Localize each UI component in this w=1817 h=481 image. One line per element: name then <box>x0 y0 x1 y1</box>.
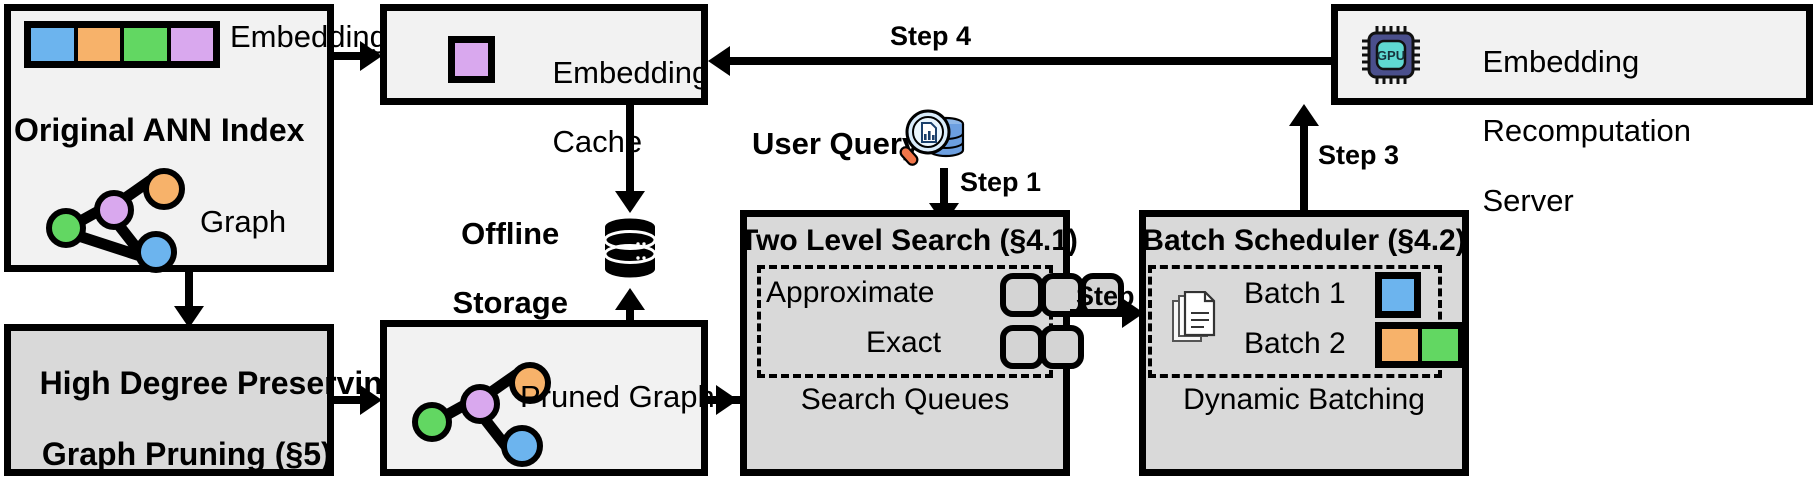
offline-storage-line2: Storage <box>452 285 568 321</box>
batch-2-chip-green <box>1422 329 1458 361</box>
database-icon-svg <box>603 218 657 278</box>
graph-pruning-line2: Graph Pruning (§5) <box>41 436 332 473</box>
batch-2-chip-orange <box>1382 329 1422 361</box>
arrow-pruned-to-storage-head <box>615 288 645 310</box>
embedding-cell-green <box>124 28 171 61</box>
arrow-index-to-pruning-head <box>174 306 204 328</box>
search-queue-tile-exact-1[interactable] <box>1000 325 1044 369</box>
batch-row-label-1: Batch 1 <box>1244 277 1346 310</box>
step4-label: Step 4 <box>890 21 972 51</box>
recomputation-server-title: Embedding Recomputation Server <box>1448 10 1691 253</box>
gpu-icon-text: GPU <box>1377 48 1405 63</box>
embedding-vector-bar <box>24 21 220 68</box>
dynamic-batching-caption: Dynamic Batching <box>1183 383 1425 416</box>
arrow-pruned-to-search-head <box>716 385 738 415</box>
recomputation-server-line2: Recomputation <box>1482 113 1691 149</box>
graph-node-blue <box>135 231 177 273</box>
embedding-cell-blue <box>31 28 78 61</box>
graph-label: Graph <box>200 204 287 239</box>
arrow-pruning-to-pruned-head <box>360 385 382 415</box>
embedding-cache-chip <box>448 36 495 83</box>
offline-storage-label: Offline Storage <box>398 182 588 356</box>
arrow-step3-head <box>1289 104 1319 126</box>
arrow-index-to-cache-head <box>360 41 382 71</box>
embedding-cache-title: Embedding Cache <box>518 21 709 195</box>
user-query-label: User Query <box>752 126 920 161</box>
arrow-step4-line <box>716 57 1331 65</box>
two-level-search-title: Two Level Search (§4.1) <box>740 224 1078 257</box>
offline-storage-line1: Offline <box>461 215 560 251</box>
gpu-chip-icon: GPU <box>1360 24 1422 86</box>
pruned-graph <box>406 362 551 467</box>
batch-2-chip-group <box>1375 322 1465 368</box>
search-row-label-exact: Exact <box>866 326 942 359</box>
graph-pruning-title: High Degree Preserving Graph Pruning (§5… <box>4 330 403 481</box>
search-queue-tile-exact-2[interactable] <box>1040 325 1084 369</box>
search-queues-caption: Search Queues <box>800 383 1010 416</box>
search-queue-tile-approx-1[interactable] <box>1000 273 1044 317</box>
arrow-step4-head <box>708 46 730 76</box>
pruned-node-orange <box>509 362 551 404</box>
graph-node-green <box>46 208 86 248</box>
graph-pruning-line1: High Degree Preserving <box>39 364 403 401</box>
pruned-node-purple <box>460 384 500 424</box>
database-icon <box>603 218 657 278</box>
pruned-node-blue <box>501 425 543 467</box>
arrow-step2-line <box>1070 309 1136 317</box>
batch-scheduler-title: Batch Scheduler (§4.2) <box>1142 224 1466 257</box>
dynamic-batching-dashed-region <box>1148 265 1442 378</box>
step3-label: Step 3 <box>1318 140 1400 170</box>
embedding-cache-box <box>380 4 708 105</box>
embedding-cache-line1: Embedding <box>552 54 710 90</box>
pruned-graph-label: Pruned Graph <box>520 379 715 414</box>
step1-label: Step 1 <box>960 167 1042 197</box>
recomputation-server-line1: Embedding <box>1482 43 1640 79</box>
embedding-cell-orange <box>77 28 124 61</box>
arrow-index-to-cache-line <box>334 52 366 60</box>
documents-icon-svg <box>1172 290 1216 342</box>
graph-node-orange <box>143 168 185 210</box>
arrow-cache-to-storage-head <box>615 191 645 213</box>
arrow-step3-line <box>1300 124 1308 210</box>
arrow-index-to-pruning-line <box>185 272 193 310</box>
recomputation-server-line3: Server <box>1482 182 1574 218</box>
search-row-label-approximate: Approximate <box>766 276 935 309</box>
original-graph <box>40 168 185 273</box>
query-search-database-icon <box>898 104 970 172</box>
batch-row-label-2: Batch 2 <box>1244 327 1346 360</box>
arrow-cache-to-storage-line <box>626 105 634 195</box>
batch-1-chip-blue <box>1375 272 1421 318</box>
pruned-node-green <box>412 402 452 442</box>
graph-node-purple <box>94 190 134 230</box>
gpu-chip-icon-svg: GPU <box>1362 26 1420 84</box>
search-queues-dashed-region <box>757 265 1053 378</box>
documents-icon <box>1170 290 1216 347</box>
arrow-step1-line <box>940 168 948 208</box>
embedding-cell-purple <box>170 28 213 61</box>
query-search-database-icon-svg <box>899 109 965 166</box>
arrow-pruning-to-pruned-line <box>334 396 366 404</box>
original-ann-index-title: Original ANN Index <box>14 112 305 148</box>
graph-pruning-box <box>4 324 334 476</box>
arrow-step2-head <box>1122 298 1144 328</box>
